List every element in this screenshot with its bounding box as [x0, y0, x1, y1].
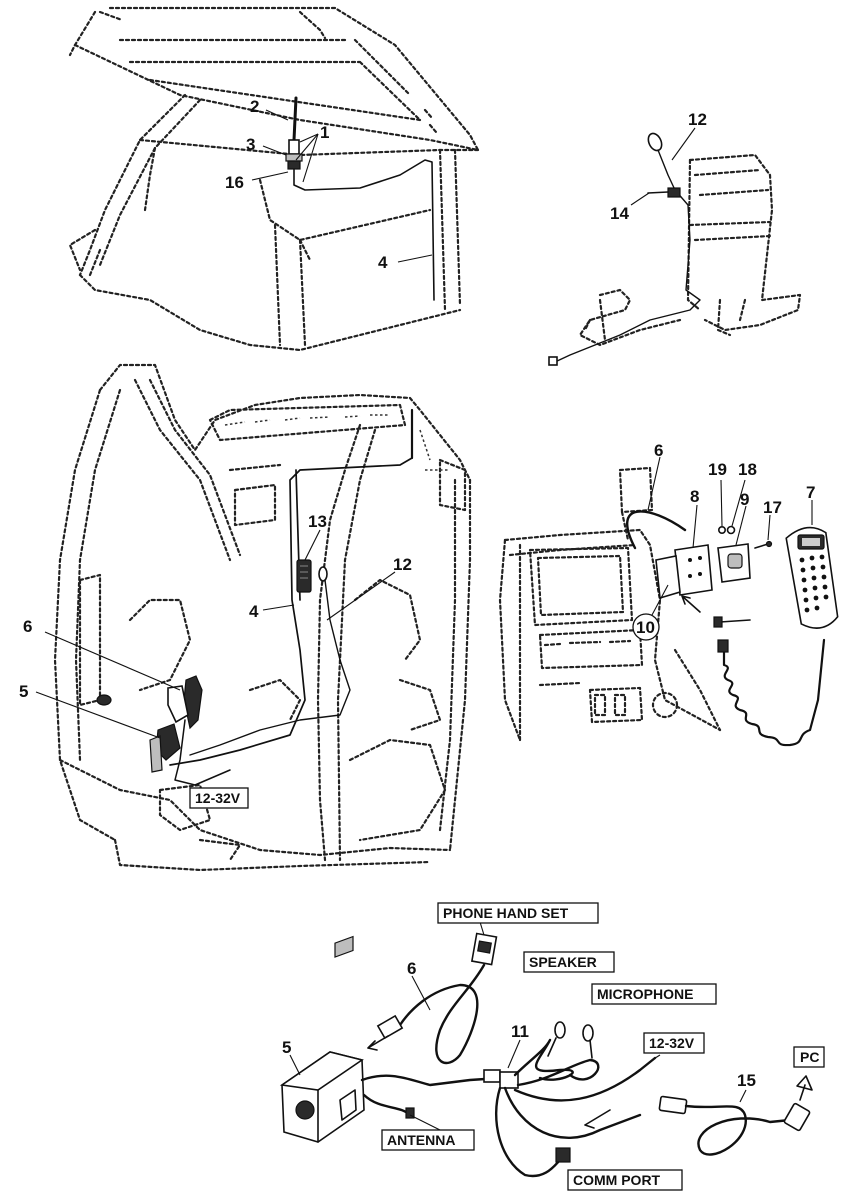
callout-9: 9 [740, 490, 749, 509]
callout-1: 1 [320, 123, 329, 142]
callout-2: 2 [250, 97, 259, 116]
label-pc: PC [793, 1046, 825, 1068]
svg-text:12-32V: 12-32V [649, 1035, 695, 1051]
voltage-label-cab: 12-32V [189, 787, 249, 809]
label-voltage-harness: 12-32V [643, 1032, 705, 1054]
callout-6-cab: 6 [23, 617, 32, 636]
callout-18: 18 [738, 460, 757, 479]
svg-text:ANTENNA: ANTENNA [387, 1132, 455, 1148]
svg-text:12-32V: 12-32V [195, 790, 241, 806]
callout-5-harness: 5 [282, 1038, 291, 1057]
callout-4: 4 [378, 253, 388, 272]
callout-6-dash: 6 [654, 441, 663, 460]
callout-6-harness: 6 [407, 959, 416, 978]
callout-7: 7 [806, 483, 815, 502]
label-phone-hand-set: PHONE HAND SET [437, 902, 599, 924]
svg-text:PC: PC [800, 1049, 819, 1065]
seat-microphone-illustration [548, 127, 802, 366]
label-microphone: MICROPHONE [591, 983, 717, 1005]
callout-3: 3 [246, 135, 255, 154]
callout-13: 13 [308, 512, 327, 531]
label-speaker: SPEAKER [523, 951, 615, 973]
callout-11: 11 [511, 1022, 529, 1041]
svg-text:MICROPHONE: MICROPHONE [597, 986, 693, 1002]
label-comm-port: COMM PORT [567, 1169, 683, 1191]
callout-16: 16 [225, 173, 244, 192]
cab-roof-illustration [68, 6, 480, 352]
callout-8: 8 [690, 487, 699, 506]
callout-4-cab: 4 [249, 602, 259, 621]
svg-text:SPEAKER: SPEAKER [529, 954, 597, 970]
svg-text:COMM PORT: COMM PORT [573, 1172, 661, 1188]
svg-text:PHONE HAND SET: PHONE HAND SET [443, 905, 569, 921]
callout-12: 12 [688, 110, 707, 129]
label-antenna: ANTENNA [381, 1129, 475, 1151]
callout-19: 19 [708, 460, 727, 479]
callout-17: 17 [763, 498, 782, 517]
callout-15: 15 [737, 1071, 756, 1090]
wiring-harness-illustration [279, 921, 813, 1178]
callout-14: 14 [610, 204, 629, 223]
callout-10: 10 [636, 618, 655, 637]
callout-12-cab: 12 [393, 555, 412, 574]
cab-interior-illustration [35, 363, 472, 872]
dash-mount-illustration [498, 456, 839, 747]
callout-5-cab: 5 [19, 682, 28, 701]
